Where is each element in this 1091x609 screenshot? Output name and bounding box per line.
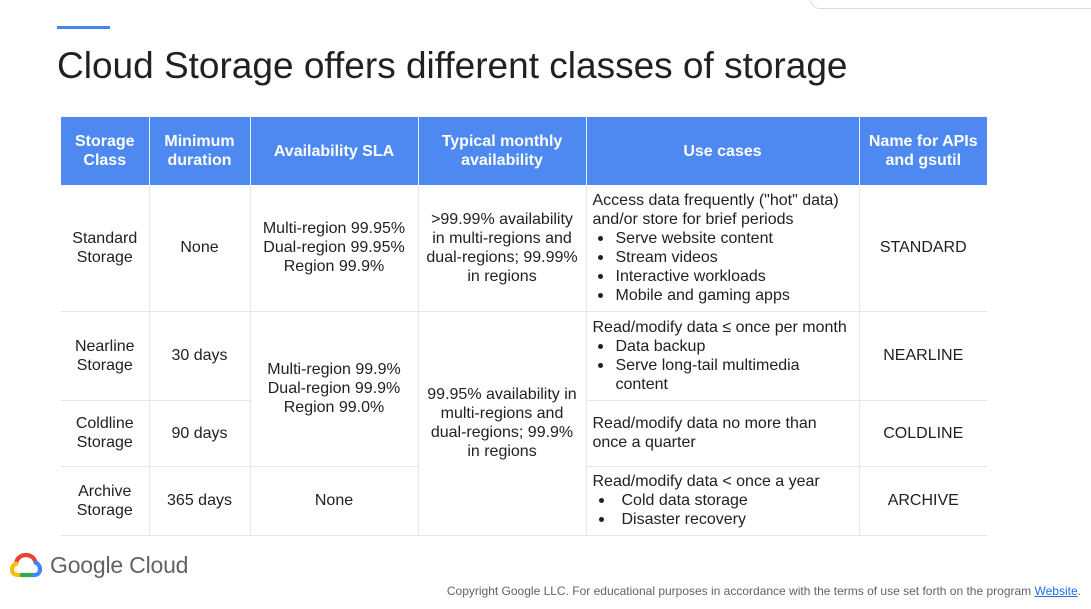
table-row-nearline: Nearline Storage 30 days Multi-region 99… <box>61 311 987 536</box>
standard-duration-cell: None <box>149 185 251 312</box>
logo-text: Google Cloud <box>50 551 189 578</box>
copyright-text: Copyright Google LLC. For educational pu… <box>446 584 1035 598</box>
list-item: Serve long-tail multimedia content <box>593 356 853 394</box>
slide-title: Cloud Storage offers different classes o… <box>57 45 848 86</box>
title-accent-bar <box>57 26 110 29</box>
header-storage-class: Storage Class <box>61 117 150 185</box>
standard-sla-dual-region: Dual-region 99.95% <box>263 239 405 257</box>
header-api-name: Name for APIs and gsutil <box>859 117 987 185</box>
header-typical-availability: Typical monthly availability <box>418 117 587 185</box>
archive-use-list: Cold data storage Disaster recovery <box>593 491 853 529</box>
list-item: Disaster recovery <box>593 510 853 529</box>
list-item: Mobile and gaming apps <box>593 286 853 305</box>
nearline-use-cases-cell: Read/modify data ≤ once per month Data b… <box>586 311 860 401</box>
list-item: Cold data storage <box>593 491 853 510</box>
nearline-coldline-sla-dual-region: Dual-region 99.9% <box>267 380 401 397</box>
nearline-class-cell: Nearline Storage <box>61 311 150 401</box>
nearline-coldline-sla-region: Region 99.0% <box>283 399 385 416</box>
table-row-coldline: Coldline Storage 90 days Read/modify dat… <box>61 400 987 467</box>
standard-class-cell: Standard Storage <box>61 185 150 312</box>
copyright-notice: Copyright Google LLC. For educational pu… <box>447 583 1081 599</box>
archive-class-cell: Archive Storage <box>61 466 150 536</box>
coldline-use-description: Read/modify data no more than once a qua… <box>592 415 817 451</box>
coldline-duration-cell: 90 days <box>149 400 251 467</box>
archive-api-cell: ARCHIVE <box>859 466 987 536</box>
table-row-standard: Standard Storage None Multi-region 99.95… <box>61 185 987 312</box>
archive-duration-cell: 365 days <box>149 466 251 536</box>
nearline-duration-cell: 30 days <box>149 311 251 401</box>
nearline-use-description: Read/modify data ≤ once per month <box>592 318 847 336</box>
standard-use-cases-cell: Access data frequently ("hot" data) and/… <box>586 185 860 312</box>
archive-use-cases-cell: Read/modify data < once a year Cold data… <box>586 466 860 536</box>
standard-sla-cell: Multi-region 99.95% Dual-region 99.95% R… <box>250 185 419 312</box>
list-item: Stream videos <box>593 248 853 267</box>
list-item: Data backup <box>593 337 853 356</box>
standard-use-description: Access data frequently ("hot" data) and/… <box>592 191 839 228</box>
header-use-cases: Use cases <box>586 117 860 185</box>
google-cloud-logo-icon <box>10 552 42 578</box>
coldline-api-cell: COLDLINE <box>859 400 987 467</box>
coldline-use-cases-cell: Read/modify data no more than once a qua… <box>586 400 860 467</box>
nearline-api-cell: NEARLINE <box>859 311 987 401</box>
list-item: Serve website content <box>593 229 853 248</box>
nearline-coldline-sla-cell: Multi-region 99.9% Dual-region 99.9% Reg… <box>250 311 419 467</box>
standard-api-cell: STANDARD <box>859 185 987 312</box>
storage-classes-table: Storage Class Minimum duration Availabil… <box>61 117 987 536</box>
nearline-use-list: Data backup Serve long-tail multimedia c… <box>593 337 853 394</box>
table-header-row: Storage Class Minimum duration Availabil… <box>61 117 987 185</box>
table-row-archive: Archive Storage 365 days None Read/modif… <box>61 466 987 536</box>
coldline-class-cell: Coldline Storage <box>61 400 150 467</box>
archive-sla-cell: None <box>250 466 419 536</box>
standard-sla-multi-region: Multi-region 99.95% <box>262 220 406 238</box>
standard-use-list: Serve website content Stream videos Inte… <box>593 229 853 305</box>
header-minimum-duration: Minimum duration <box>149 117 251 185</box>
archive-use-description: Read/modify data < once a year <box>592 473 820 490</box>
google-cloud-logo: Google Cloud <box>10 549 188 581</box>
shared-availability-cell: 99.95% availability in multi-regions and… <box>418 311 587 536</box>
list-item: Interactive workloads <box>593 267 853 286</box>
standard-availability-cell: >99.99% availability in multi-regions an… <box>418 185 587 312</box>
header-availability-sla: Availability SLA <box>250 117 419 185</box>
standard-sla-region: Region 99.9% <box>283 258 385 276</box>
nearline-coldline-sla-multi-region: Multi-region 99.9% <box>267 361 401 378</box>
website-link[interactable]: Website <box>1034 584 1078 598</box>
corner-decoration <box>810 0 1091 9</box>
copyright-period: . <box>1077 584 1081 598</box>
